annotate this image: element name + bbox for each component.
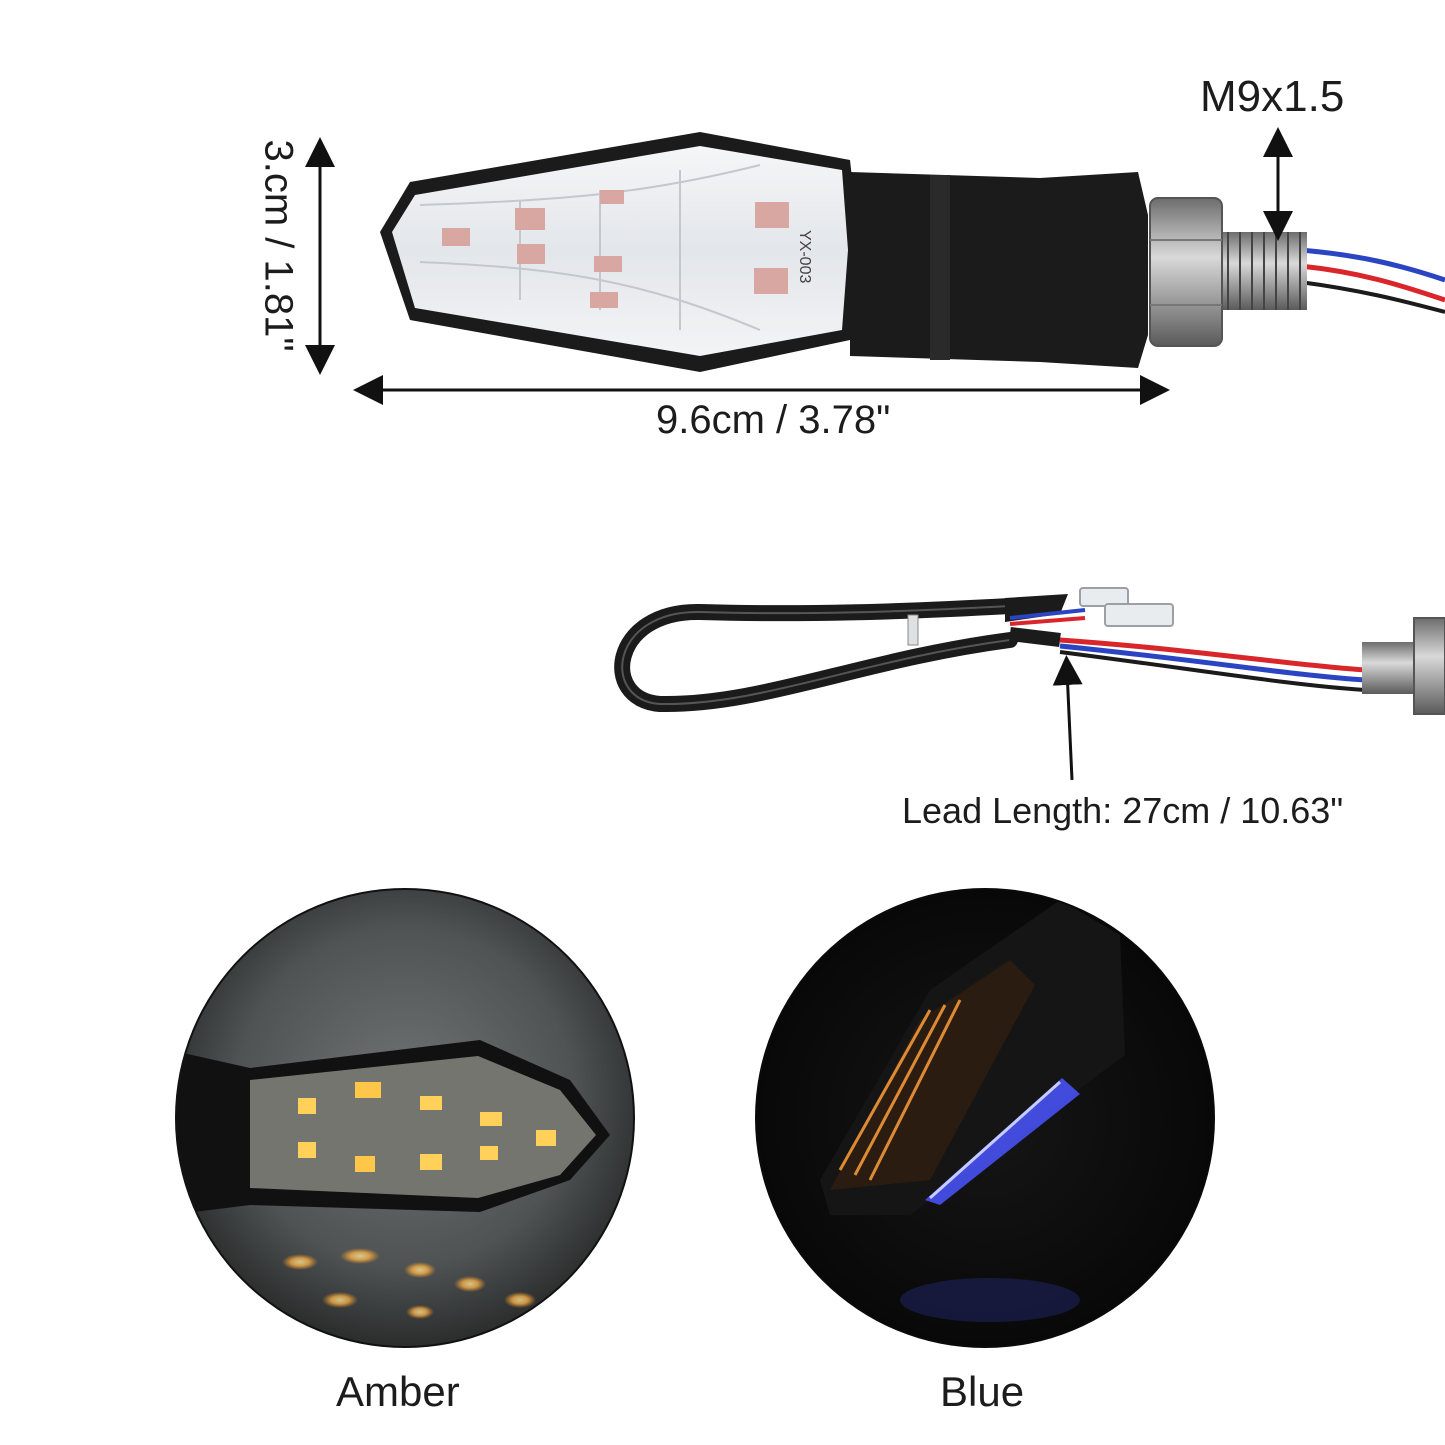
led-chips — [442, 190, 789, 308]
blue-mode-label: Blue — [940, 1368, 1025, 1415]
signal-stem — [850, 172, 1148, 368]
lead-length-arrow — [1052, 655, 1083, 781]
height-label: 3.cm / 1.81" — [256, 139, 301, 352]
amber-leds — [298, 1082, 556, 1172]
lead-wire-loop — [614, 598, 1018, 713]
cable-tie — [907, 614, 919, 646]
length-label: 9.6cm / 3.78" — [656, 398, 891, 442]
amber-mode-label: Amber — [336, 1368, 460, 1415]
lead-length-label: Lead Length: 27cm / 10.63" — [902, 790, 1344, 831]
blue-led-strip — [925, 1078, 1080, 1205]
model-marking: YX-003 — [796, 230, 813, 283]
side-amber-glow — [838, 999, 962, 1181]
thread-size-label: M9x1.5 — [1200, 72, 1345, 121]
hex-nut — [1149, 197, 1223, 347]
lead-wire-view — [614, 587, 1445, 715]
bullet-connectors — [1079, 587, 1174, 627]
threaded-stud — [1215, 232, 1307, 310]
amber-reflection — [282, 1248, 536, 1319]
signal-lens — [392, 146, 848, 356]
turn-signal-side-view: YX-003 — [380, 132, 1445, 372]
amber-mode-photo — [175, 888, 635, 1348]
blue-mode-photo — [755, 888, 1215, 1348]
